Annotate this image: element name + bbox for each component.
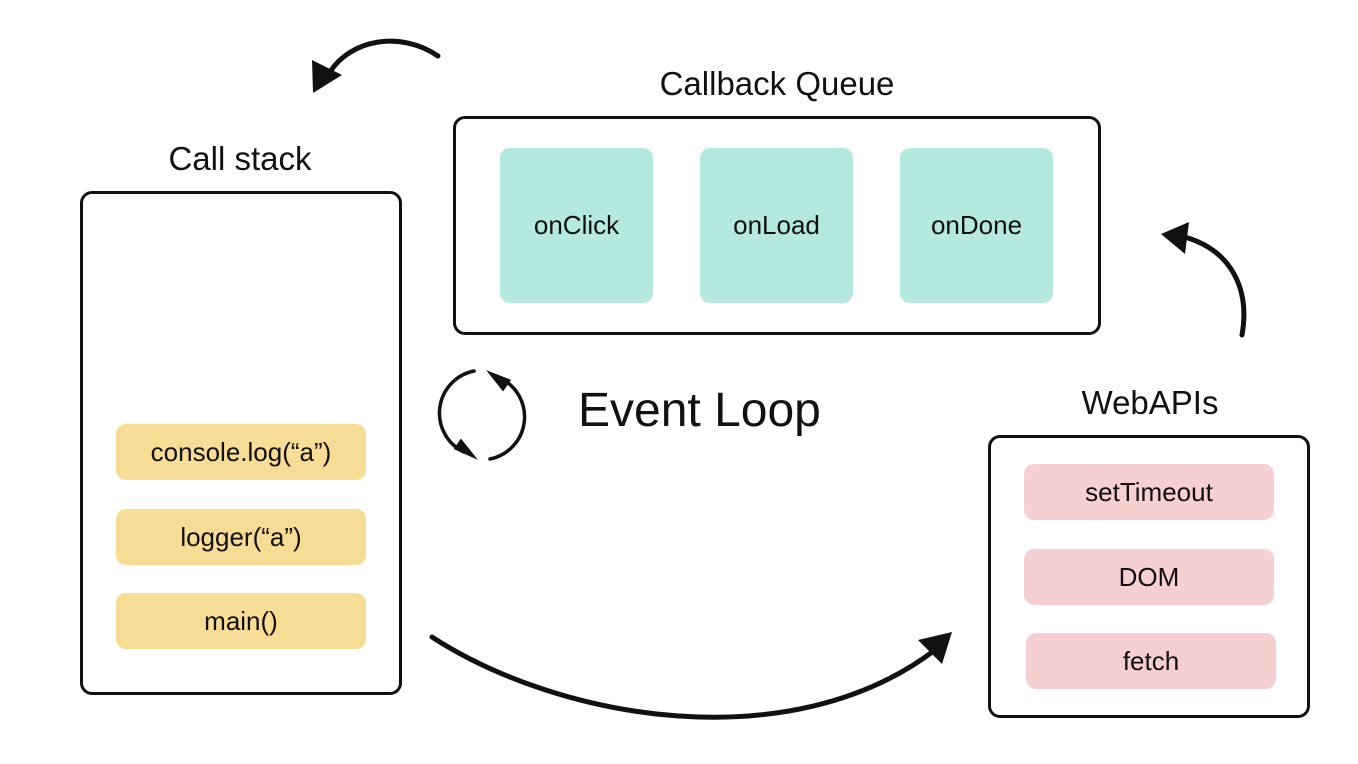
callback-queue-item: onClick <box>500 148 653 303</box>
web-apis-title: WebAPIs <box>1081 384 1219 421</box>
stack-to-webapis-arrow <box>429 634 938 720</box>
queue-to-stack-arrow <box>327 38 441 75</box>
web-api-item: DOM <box>1024 549 1274 605</box>
web-api-item: fetch <box>1026 633 1276 689</box>
call-stack-frame: logger(“a”) <box>116 509 366 565</box>
call-stack-frame: main() <box>116 593 366 649</box>
stack-to-webapis-arrowhead <box>918 632 952 664</box>
call-stack-frame: console.log(“a”) <box>116 424 366 480</box>
event-loop-cycle-icon <box>437 369 527 461</box>
callback-queue-item: onLoad <box>700 148 853 303</box>
webapis-to-queue-arrowhead <box>1161 222 1189 254</box>
web-api-item: setTimeout <box>1024 464 1274 520</box>
callback-queue-item: onDone <box>900 148 1053 303</box>
callback-queue-title: Callback Queue <box>659 65 895 102</box>
call-stack-title: Call stack <box>168 140 312 177</box>
event-loop-label: Event Loop <box>578 384 821 437</box>
queue-to-stack-arrowhead <box>312 60 342 93</box>
webapis-to-queue-arrow <box>1185 235 1247 338</box>
